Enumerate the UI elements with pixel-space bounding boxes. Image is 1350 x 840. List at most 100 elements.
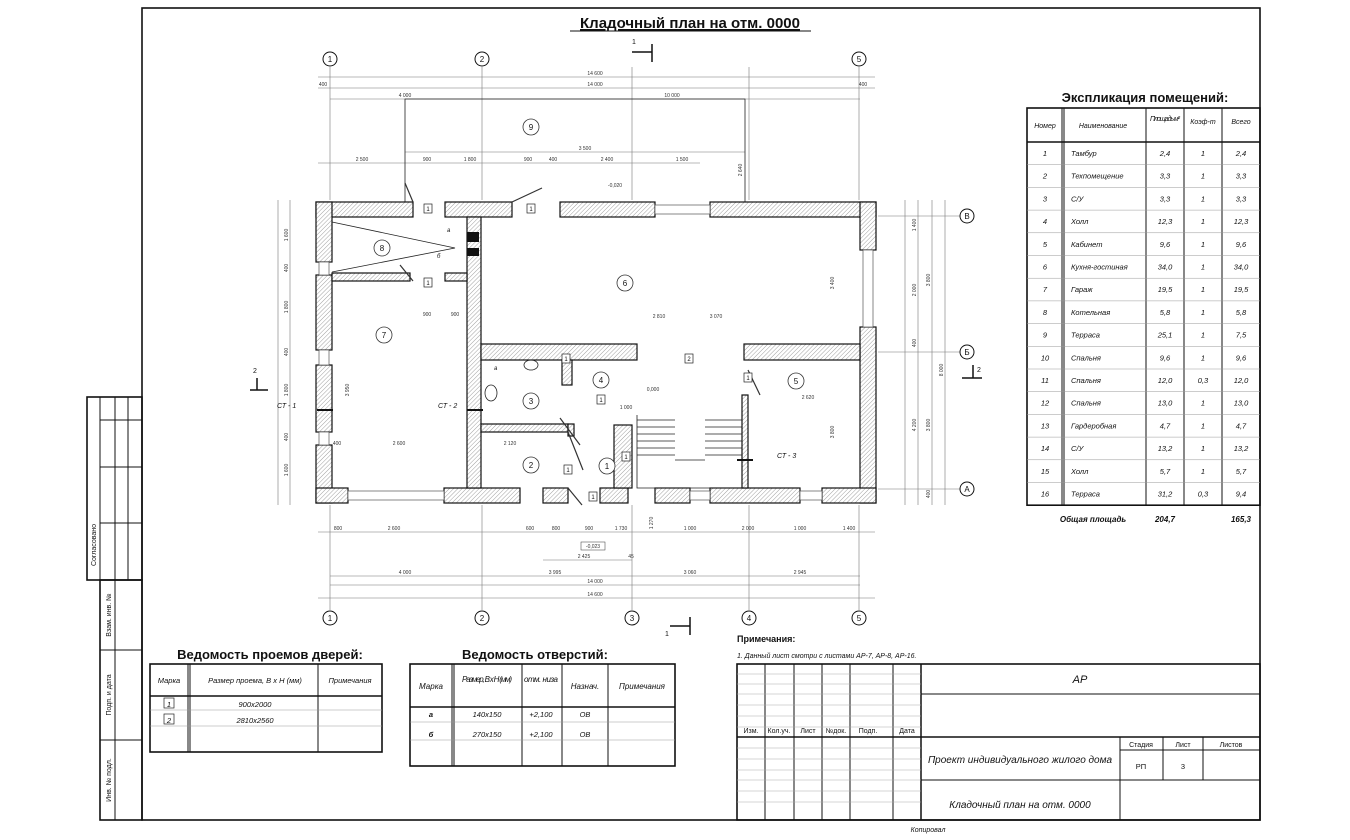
dimension-label: 3 995 <box>549 570 562 576</box>
vent-shaft <box>467 232 479 242</box>
explication-cell: 14 <box>1041 444 1049 453</box>
explication-cell: 4,7 <box>1236 421 1247 430</box>
dimension-label: 2 620 <box>802 395 815 401</box>
room-marker <box>522 118 540 136</box>
explication-cell: 1 <box>1043 149 1047 158</box>
door-mark-box <box>561 353 571 364</box>
dimension-label: 1 800 <box>464 157 477 163</box>
dimension-label: 2 400 <box>601 157 614 163</box>
explication-cell: Спальня <box>1071 399 1101 408</box>
opening-cell: ОВ <box>580 710 591 719</box>
door-mark: 1 <box>624 455 628 461</box>
explication-cell: 12,0 <box>1234 376 1249 385</box>
dimension-label: 400 <box>284 348 290 357</box>
explication-cell: 34,0 <box>1158 263 1173 272</box>
explication-cell: 1 <box>1201 308 1205 317</box>
room-marker <box>592 371 610 389</box>
axis-marker-circle <box>322 610 338 626</box>
explication-cell: Терраса <box>1071 490 1100 499</box>
stamp-code: АР <box>1072 674 1088 686</box>
explication-cell: 12,0 <box>1158 376 1173 385</box>
stamp-col-label: №док. <box>826 728 847 735</box>
explication-cell: 13,2 <box>1158 444 1173 453</box>
dimension-label: 1 000 <box>620 405 633 411</box>
header-notes: Примечания <box>619 682 666 691</box>
wall <box>443 487 521 504</box>
explication-cell: 13,0 <box>1158 399 1173 408</box>
agreed-label: Согласовано <box>91 524 98 566</box>
dimension-label: 1 400 <box>843 526 856 532</box>
elevation-mark: -0,023 <box>586 544 600 550</box>
explication-cell: Спальня <box>1071 353 1101 362</box>
wall <box>561 359 573 386</box>
dimension-label: 3 060 <box>684 570 697 576</box>
title-block <box>736 663 1261 821</box>
axis-marker-circle <box>959 481 975 497</box>
explication-cell: 4,7 <box>1160 421 1171 430</box>
cut-label: 2 <box>977 367 981 374</box>
vent-mark: а <box>447 228 451 234</box>
explication-cell: 12,3 <box>1234 217 1249 226</box>
inventory-block <box>99 579 143 821</box>
dimension-label: 400 <box>0 0 4 2</box>
dimension-label: 1 730 <box>615 526 628 532</box>
room-number: 8 <box>380 244 385 253</box>
explication-cell: 10 <box>1041 353 1050 362</box>
explication-cell: 0,3 <box>1198 490 1209 499</box>
explication-cell: 5,7 <box>1160 467 1171 476</box>
door-size: 900x2000 <box>239 700 273 709</box>
wall <box>444 201 513 218</box>
room-number: 1 <box>605 462 610 471</box>
dimension-label: 14 600 <box>587 592 603 598</box>
explication-cell: Гараж <box>1071 285 1093 294</box>
opening-cell: 140x150 <box>473 710 503 719</box>
door-mark-box <box>596 394 606 405</box>
header-total: Всего <box>1231 119 1250 126</box>
toilet-icon <box>484 384 498 402</box>
stamp-col-label: Лист <box>800 728 816 735</box>
door-mark: 1 <box>566 468 570 474</box>
wall <box>709 201 877 218</box>
total-sum: 165,3 <box>1231 515 1252 524</box>
header-size: Размер проема, В х Н (мм) <box>208 676 302 685</box>
room-marker <box>787 372 805 390</box>
explication-cell: 1 <box>1201 444 1205 453</box>
dimension-label: 1 500 <box>676 157 689 163</box>
axis-marker-circle <box>474 610 490 626</box>
explication-cell: 1 <box>1201 217 1205 226</box>
axis-marker: В <box>964 212 969 221</box>
dimension-label: 2 000 <box>912 284 918 297</box>
explication-cell: 1 <box>1201 172 1205 181</box>
sheet-name: Кладочный план на отм. 0000 <box>949 800 1091 811</box>
header-size: Размер, В х Н (мм) <box>462 675 512 684</box>
header-level: отм. низа <box>524 675 559 684</box>
dimension-label: 14 000 <box>587 82 603 88</box>
explication-cell: 8 <box>1043 308 1048 317</box>
explication-cell: 25,1 <box>1157 331 1173 340</box>
dimension-label: 2 810 <box>653 314 666 320</box>
explication-cell: 5,8 <box>1236 308 1247 317</box>
door-size: 2810x2560 <box>235 716 274 725</box>
cut-marker <box>632 44 653 62</box>
explication-cell: 1 <box>1201 399 1205 408</box>
dimension-label: 1 800 <box>284 301 290 314</box>
elevation-mark: 0,000 <box>647 387 660 393</box>
axis-marker-circle <box>851 610 867 626</box>
total-label: Общая площадь <box>1060 515 1127 524</box>
room-number: 2 <box>529 461 534 470</box>
room-marker <box>373 239 391 257</box>
window <box>654 204 711 215</box>
door-mark-box <box>621 451 631 462</box>
door-mark: 1 <box>426 281 430 287</box>
openings-title: Ведомость отверстий: <box>462 647 608 662</box>
opening-cell: б <box>429 730 434 739</box>
window <box>318 349 330 366</box>
axis-marker-circle <box>624 610 640 626</box>
explication-cell: 4 <box>1043 217 1047 226</box>
axis-marker-circle <box>474 51 490 67</box>
dimension-label: 2 500 <box>356 157 369 163</box>
door-mark: 1 <box>746 376 750 382</box>
door-mark-box <box>423 203 433 214</box>
